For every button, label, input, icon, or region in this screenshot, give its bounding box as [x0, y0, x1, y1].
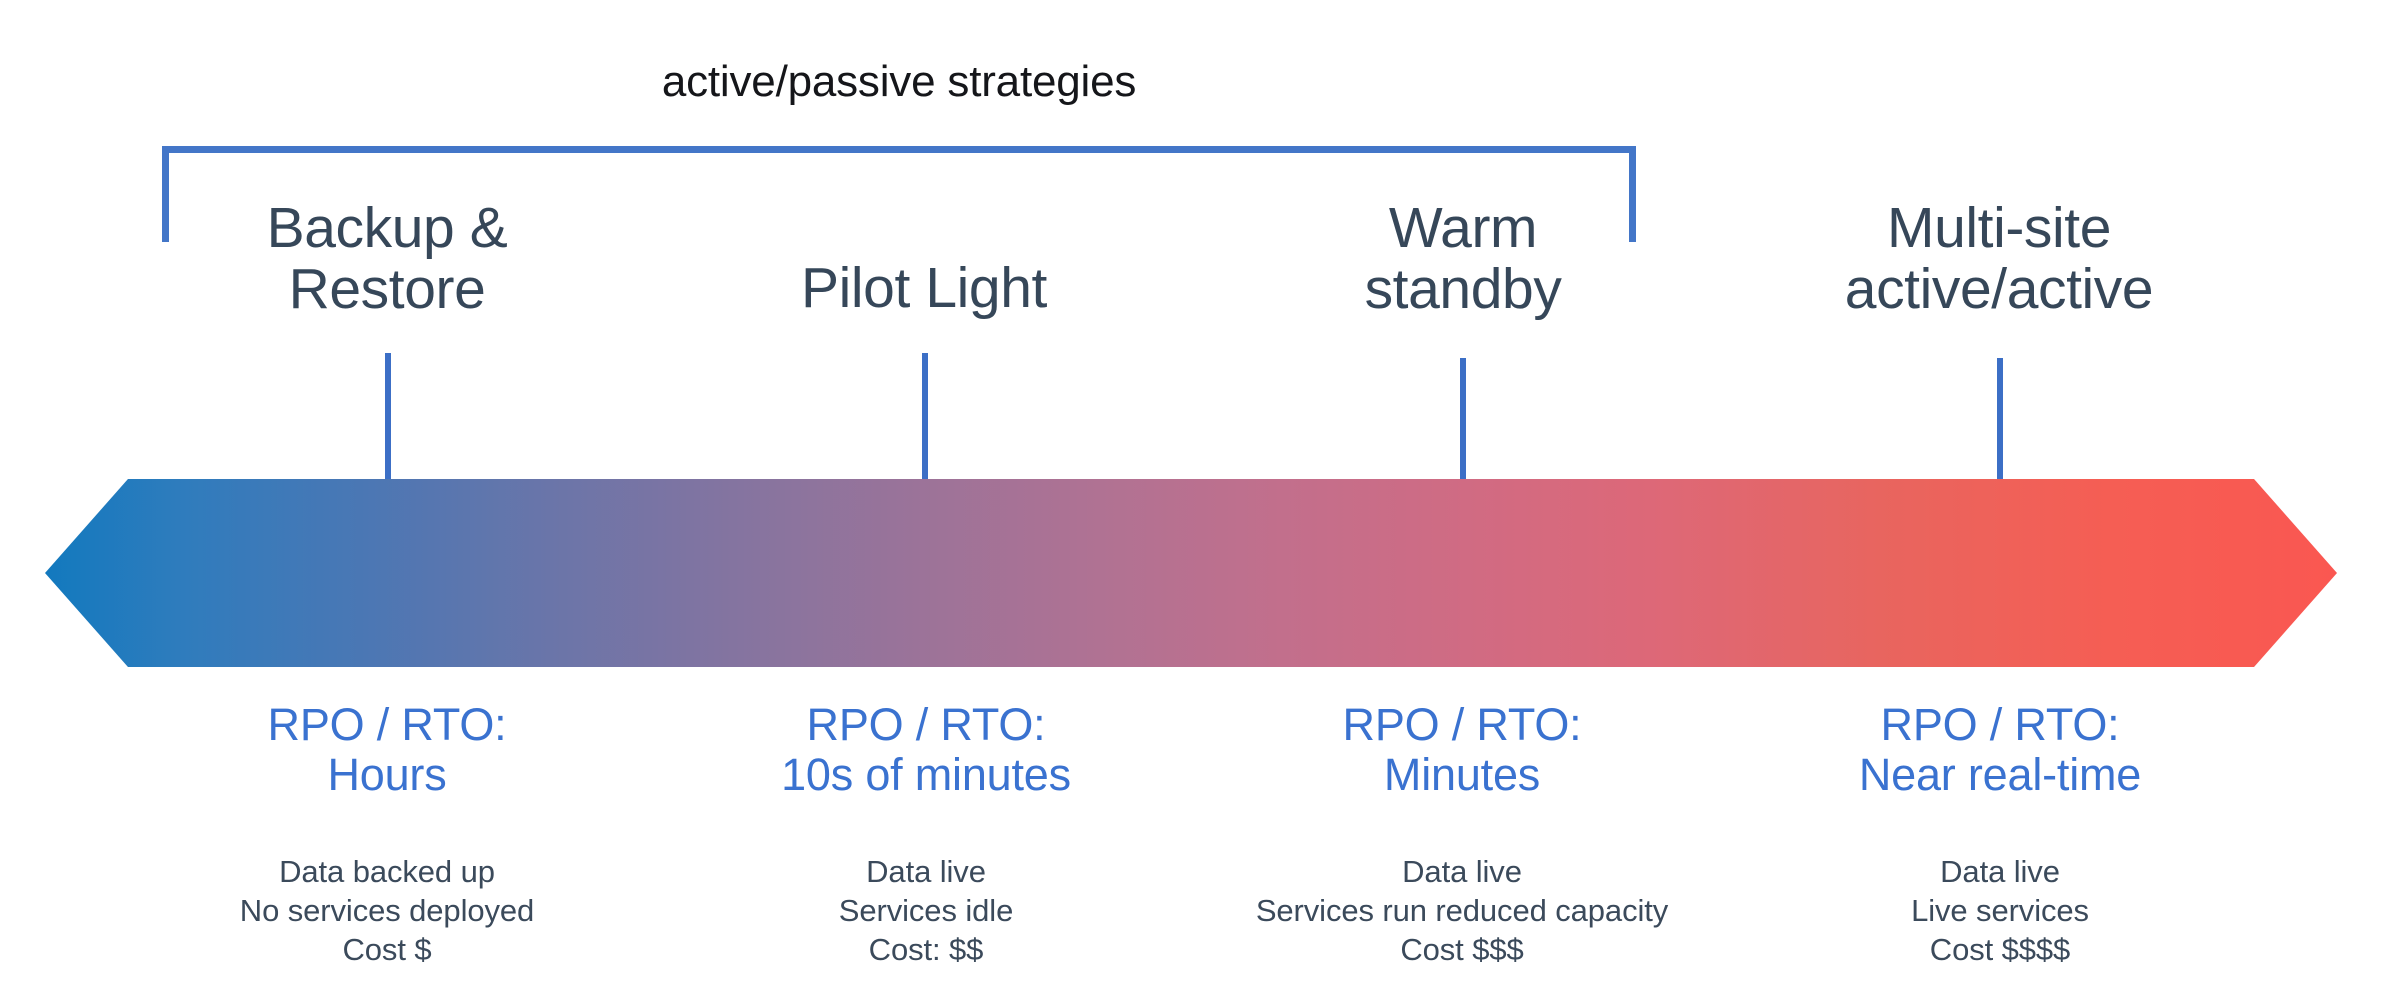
- dr-spectrum-gradient-band: [45, 479, 2337, 667]
- connector-tick-warm-standby: [1460, 358, 1466, 528]
- details-pilot-light: Data live Services idle Cost: $$: [838, 854, 1014, 968]
- strategy-heading-backup-restore: Backup & Restore: [266, 196, 508, 321]
- rpo-rto-pilot-light: RPO / RTO: 10s of minutes: [781, 699, 1071, 801]
- rpo-rto-warm-standby: RPO / RTO: Minutes: [1342, 699, 1582, 801]
- connector-tick-pilot-light: [922, 353, 928, 528]
- details-multi-site: Data live Live services Cost $$$$: [1911, 854, 2089, 968]
- connector-tick-multi-site: [1997, 358, 2003, 528]
- connector-tick-backup-restore: [385, 353, 391, 528]
- active-passive-bracket-label: active/passive strategies: [661, 57, 1137, 106]
- rpo-rto-backup-restore: RPO / RTO: Hours: [267, 699, 507, 801]
- rpo-rto-multi-site: RPO / RTO: Near real-time: [1858, 699, 2142, 801]
- active-passive-bracket: [162, 146, 1636, 242]
- strategy-headings: Backup & Restore Pilot Light Warm standb…: [0, 196, 2400, 356]
- strategy-heading-warm-standby: Warm standby: [1364, 196, 1562, 321]
- strategy-heading-pilot-light: Pilot Light: [801, 256, 1047, 320]
- details-backup-restore: Data backed up No services deployed Cost…: [239, 854, 535, 968]
- details-warm-standby: Data live Services run reduced capacity …: [1255, 854, 1669, 968]
- strategy-heading-multi-site: Multi-site active/active: [1844, 196, 2154, 321]
